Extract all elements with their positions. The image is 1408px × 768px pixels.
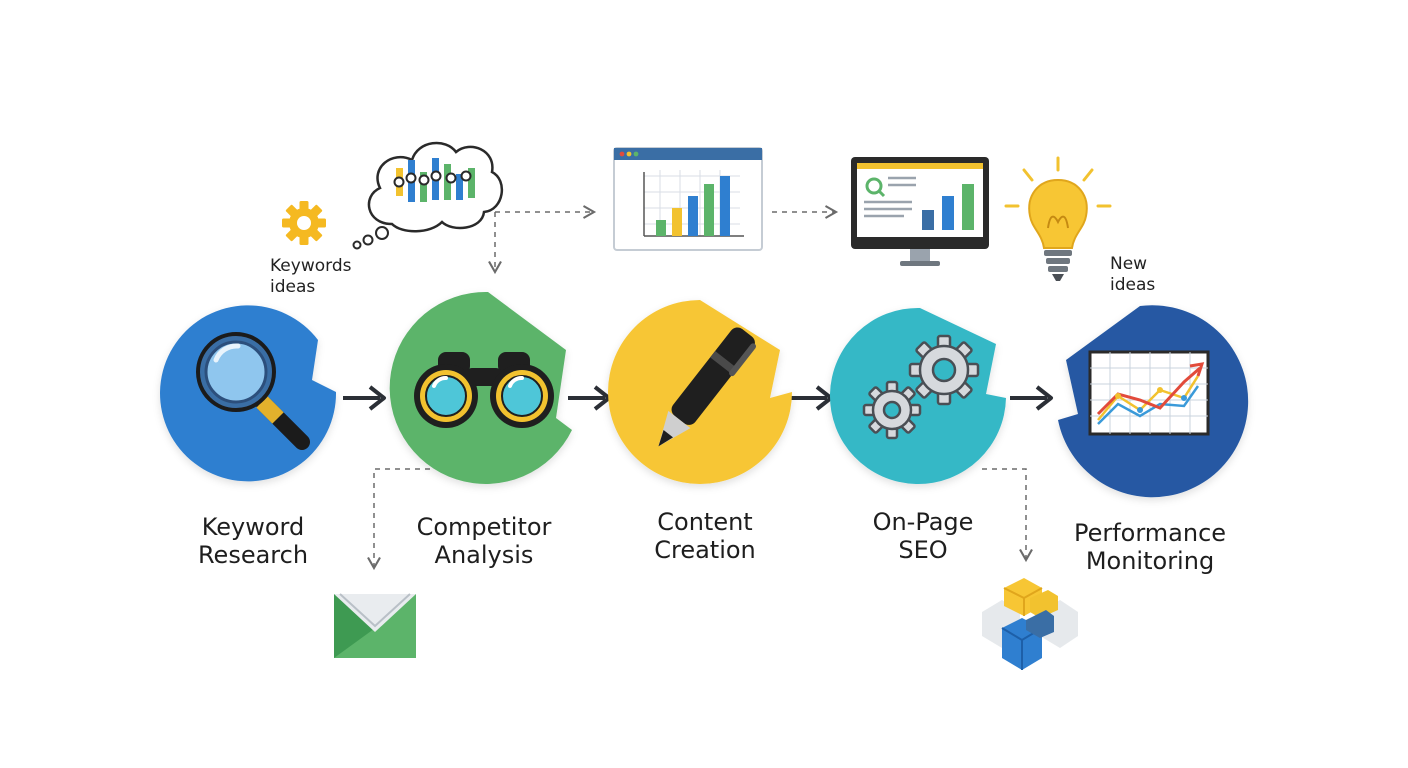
binoculars-icon	[414, 352, 554, 428]
blocks-icon	[982, 578, 1078, 670]
thought-cloud-icon	[352, 141, 504, 250]
note-line2: ideas	[1110, 275, 1156, 295]
step-label-keyword-research: Keyword Research	[168, 513, 338, 569]
monitor-icon	[851, 157, 989, 266]
note-new-ideas: New ideas	[1110, 254, 1155, 296]
flow-arrow-3	[790, 385, 833, 411]
step-competitor-analysis	[389, 291, 572, 484]
step-label-line1: Content	[657, 508, 753, 536]
browser-chart-icon	[613, 147, 763, 251]
flow-arrow-4	[1010, 385, 1053, 411]
step-label-on-page-seo: On-Page SEO	[838, 508, 1008, 564]
flow-arrows	[343, 385, 1053, 411]
note-keywords-ideas: Keywords ideas	[270, 256, 351, 298]
step-label-content-creation: Content Creation	[620, 508, 790, 564]
pen-icon	[658, 327, 757, 447]
step-label-line1: Competitor	[416, 513, 552, 541]
step-on-page-seo	[829, 307, 1006, 485]
step-circle-teal	[829, 307, 1006, 485]
lightbulb-icon	[1004, 156, 1112, 281]
step-label-line2: Analysis	[434, 541, 534, 569]
gear-icon	[282, 201, 326, 245]
flow-arrow-2	[568, 385, 611, 411]
step-label-line1: Keyword	[201, 513, 305, 541]
step-label-line2: Research	[197, 541, 309, 569]
dashed-connector-to-envelope	[367, 468, 430, 571]
gears-icon	[862, 334, 980, 440]
note-line2: ideas	[270, 277, 316, 297]
step-label-line2: Monitoring	[1085, 547, 1215, 575]
step-label-competitor-analysis: Competitor Analysis	[394, 513, 574, 569]
magnifier-icon	[196, 332, 310, 450]
note-line1: New	[1110, 254, 1148, 274]
step-label-line2: SEO	[898, 536, 948, 564]
step-label-performance-monitoring: Performance Monitoring	[1060, 519, 1240, 575]
step-circle-green	[389, 291, 572, 484]
note-line1: Keywords	[270, 256, 352, 276]
step-label-line1: On-Page	[872, 508, 974, 536]
step-label-line1: Performance	[1073, 519, 1227, 547]
dashed-connector-to-blocks	[982, 468, 1033, 563]
flow-arrow-1	[343, 385, 386, 411]
dashed-connectors	[367, 205, 1033, 571]
growth-chart-icon	[1088, 350, 1210, 436]
envelope-icon	[334, 593, 416, 658]
step-label-line2: Creation	[654, 536, 756, 564]
